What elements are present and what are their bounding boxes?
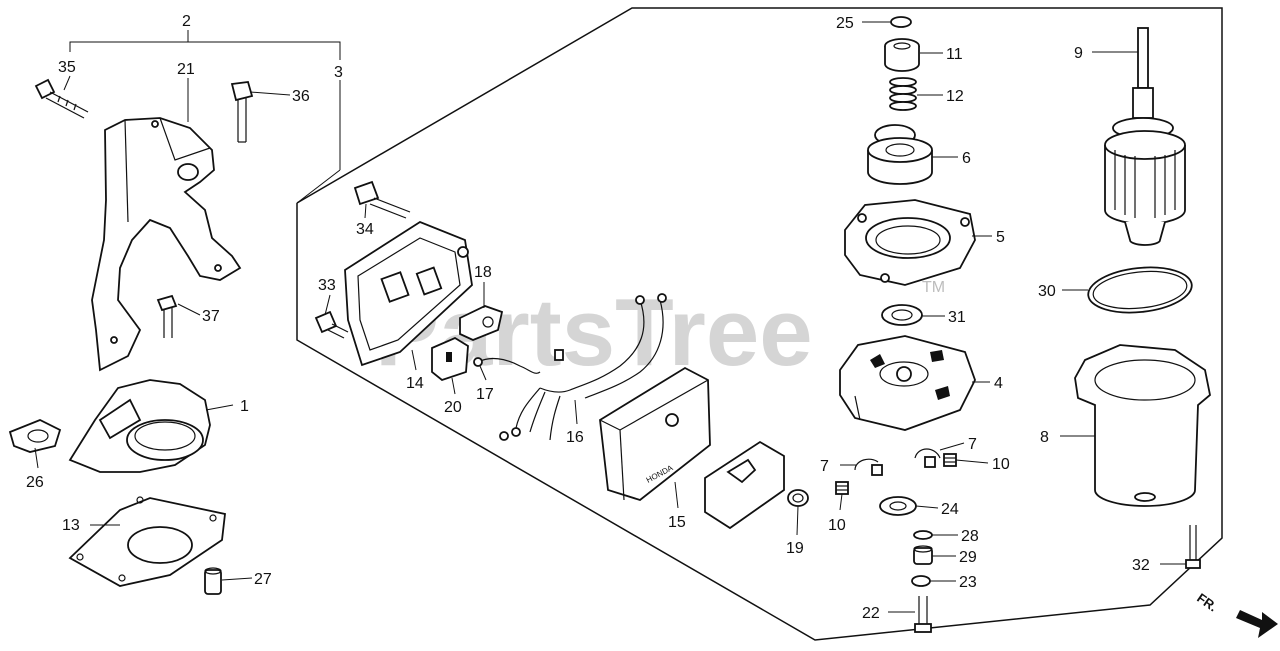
callout-10-left: 10 xyxy=(828,517,846,534)
callout-34: 34 xyxy=(356,221,374,238)
callout-17: 17 xyxy=(476,386,494,403)
part-36-bolt xyxy=(230,81,254,143)
part-20-connector xyxy=(431,336,469,382)
part-10-spring-a xyxy=(835,481,849,495)
front-direction-arrow: FR. xyxy=(1194,590,1278,638)
part-29-collar xyxy=(913,545,933,565)
callout-group-2: 2 xyxy=(182,13,191,30)
part-1-mount xyxy=(68,379,211,473)
part-11-collar xyxy=(884,38,920,72)
part-5-end-cover xyxy=(844,199,976,286)
callout-11: 11 xyxy=(946,46,963,63)
callout-29: 29 xyxy=(959,549,977,566)
part-10-spring-b xyxy=(943,453,957,467)
part-8-yoke xyxy=(1074,344,1211,507)
part-14-control-box xyxy=(344,220,473,367)
callout-group-3: 3 xyxy=(334,64,343,81)
callout-23: 23 xyxy=(959,574,977,591)
callout-24: 24 xyxy=(941,501,959,518)
part-6-pinion xyxy=(867,124,933,185)
leader-lines xyxy=(34,21,1186,613)
callout-13: 13 xyxy=(62,517,80,534)
callout-16: 16 xyxy=(566,429,584,446)
callout-28: 28 xyxy=(961,528,979,545)
part-31-seal xyxy=(881,304,923,326)
part-28-washer xyxy=(913,530,933,540)
group-3-outline xyxy=(296,7,1223,641)
part-25-ring xyxy=(890,16,912,28)
callout-35: 35 xyxy=(58,59,76,76)
part-37-bolt xyxy=(156,294,178,338)
callout-10-right: 10 xyxy=(992,456,1010,473)
part-7-brush-b xyxy=(914,448,941,468)
callout-12: 12 xyxy=(946,88,964,105)
callout-30: 30 xyxy=(1038,283,1056,300)
part-4-housing xyxy=(839,335,976,431)
callout-labels: 2 3 35 21 36 37 1 26 13 27 34 33 14 18 2… xyxy=(26,13,1150,622)
callout-15: 15 xyxy=(668,514,686,531)
part-9-armature xyxy=(1104,27,1186,246)
part-13-plate xyxy=(68,496,226,587)
callout-36: 36 xyxy=(292,88,310,105)
callout-19: 19 xyxy=(786,540,804,557)
callout-25: 25 xyxy=(836,15,854,32)
callout-14: 14 xyxy=(406,375,424,392)
part-19-grommet xyxy=(787,489,809,507)
part-35-bolt xyxy=(34,78,89,119)
part-33-screw xyxy=(314,310,349,339)
part-34-bolt xyxy=(353,180,411,219)
part-15-module: HONDA xyxy=(599,366,711,502)
part-12-spring xyxy=(889,77,917,111)
part-23-washer xyxy=(911,575,931,587)
trademark-text: TM xyxy=(922,279,945,296)
part-16-harness xyxy=(499,293,667,441)
callout-6: 6 xyxy=(962,150,971,167)
callout-4: 4 xyxy=(994,375,1003,392)
callout-27: 27 xyxy=(254,571,272,588)
part-7-brush-a xyxy=(854,458,883,476)
callout-1: 1 xyxy=(240,398,249,415)
callout-33: 33 xyxy=(318,277,336,294)
part-21-bracket xyxy=(91,117,242,372)
callout-31: 31 xyxy=(948,309,966,326)
part-26-clip xyxy=(8,419,62,453)
callout-26: 26 xyxy=(26,474,44,491)
part-30-oring xyxy=(1087,266,1193,314)
part-27-collar xyxy=(204,567,222,595)
callout-37: 37 xyxy=(202,308,220,325)
callout-18: 18 xyxy=(474,264,492,281)
callout-22: 22 xyxy=(862,605,880,622)
callout-7-left: 7 xyxy=(820,458,829,475)
callout-20: 20 xyxy=(444,399,462,416)
part-22-bolt xyxy=(914,596,932,633)
part-24-washer xyxy=(879,496,917,516)
direction-label: FR. xyxy=(1194,590,1220,614)
part-32-bolt xyxy=(1185,525,1201,569)
group-2-bracket xyxy=(69,30,341,204)
callout-5: 5 xyxy=(996,229,1005,246)
callout-32: 32 xyxy=(1132,557,1150,574)
callout-7-right: 7 xyxy=(968,436,977,453)
part-18-switch xyxy=(459,305,504,341)
callout-9: 9 xyxy=(1074,45,1083,62)
callout-21: 21 xyxy=(177,61,195,78)
part-17-terminal xyxy=(473,357,541,374)
callout-8: 8 xyxy=(1040,429,1049,446)
gasket-sheet xyxy=(704,440,785,530)
